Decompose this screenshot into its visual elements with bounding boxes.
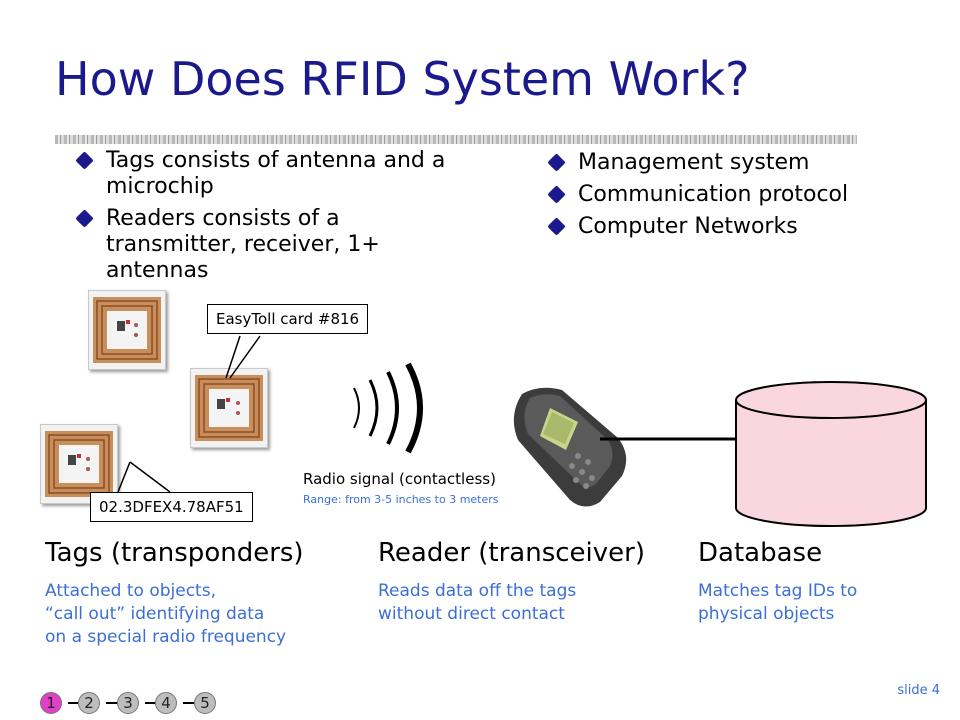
bullet-list-left: Tags consists of antenna and a microchip… bbox=[75, 148, 468, 290]
rfid-antenna-icon bbox=[195, 375, 263, 441]
rfid-tag-card-image bbox=[88, 290, 166, 370]
database-cylinder-icon bbox=[735, 381, 927, 527]
rfid-tag-card-image bbox=[40, 424, 118, 504]
bullet-list-right: Management system Communication protocol… bbox=[547, 150, 870, 246]
bullet-item: Communication protocol bbox=[547, 182, 870, 208]
radio-signal-label: Radio signal (contactless) bbox=[303, 470, 496, 488]
tag-id-callout: 02.3DFEX4.78AF51 bbox=[90, 492, 253, 522]
database-section-title: Database bbox=[698, 538, 823, 568]
tags-section-desc: Attached to objects, “call out” identify… bbox=[45, 581, 287, 647]
card-label-callout: EasyToll card #816 bbox=[207, 304, 369, 334]
slide-title: How Does RFID System Work? bbox=[55, 52, 750, 106]
slide-number: slide 4 bbox=[897, 683, 940, 698]
reader-device-image bbox=[500, 380, 646, 510]
nav-step-2[interactable]: 2 bbox=[78, 692, 100, 714]
title-divider bbox=[55, 135, 857, 144]
database-section-desc: Matches tag IDs to physical objects bbox=[698, 581, 858, 624]
reader-section-title: Reader (transceiver) bbox=[378, 538, 645, 568]
rfid-antenna-icon bbox=[93, 297, 161, 363]
nav-step-3[interactable]: 3 bbox=[117, 692, 139, 714]
rfid-tag-card-image bbox=[190, 368, 268, 448]
reader-section-desc: Reads data off the tags without direct c… bbox=[378, 581, 577, 624]
handheld-reader-icon bbox=[513, 387, 627, 507]
nav-step-4[interactable]: 4 bbox=[155, 692, 177, 714]
nav-step-5[interactable]: 5 bbox=[194, 692, 216, 714]
nav-step-1[interactable]: 1 bbox=[40, 692, 62, 714]
range-label: Range: from 3-5 inches to 3 meters bbox=[303, 493, 499, 506]
bullet-item: Management system bbox=[547, 150, 870, 176]
bullet-item: Readers consists of a transmitter, recei… bbox=[75, 206, 468, 284]
bullet-item: Tags consists of antenna and a microchip bbox=[75, 148, 468, 200]
rfid-antenna-icon bbox=[45, 431, 113, 497]
bullet-item: Computer Networks bbox=[547, 214, 870, 240]
radio-waves-icon bbox=[353, 362, 423, 454]
tags-section-title: Tags (transponders) bbox=[45, 538, 304, 568]
